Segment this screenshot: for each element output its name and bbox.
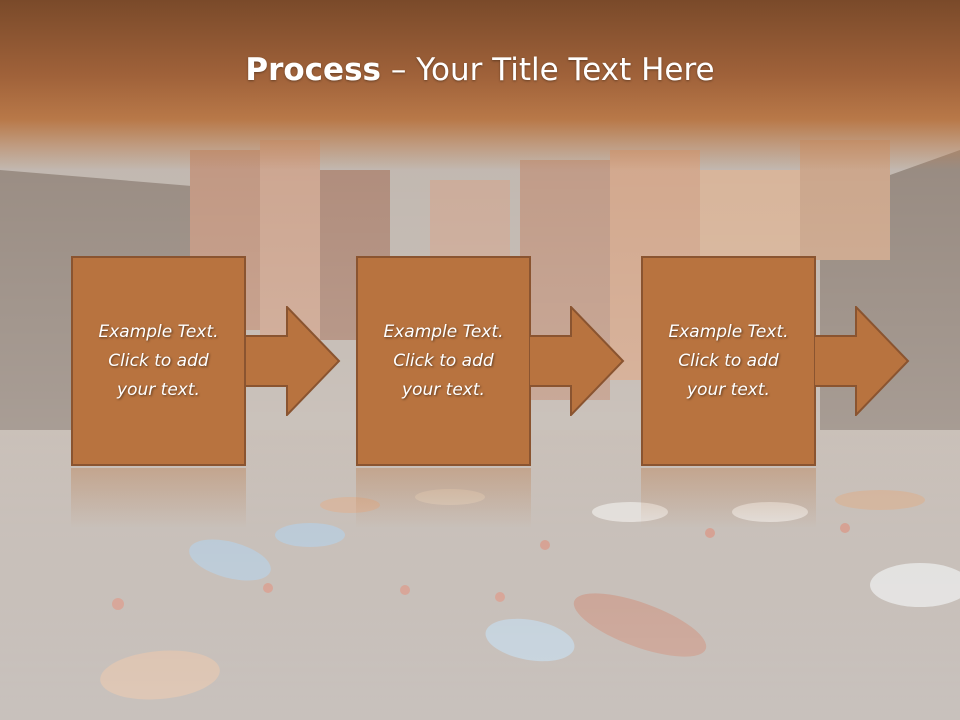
title-rest: – Your Title Text Here bbox=[381, 52, 715, 88]
process-step-1[interactable]: Example Text. Click to add your text. bbox=[71, 256, 246, 466]
step-2-reflection bbox=[356, 468, 531, 528]
arrow-right-icon bbox=[814, 306, 910, 416]
title-bold: Process bbox=[245, 52, 381, 88]
title-band bbox=[0, 0, 960, 170]
slide-title[interactable]: Process – Your Title Text Here bbox=[0, 52, 960, 88]
step-1-text[interactable]: Example Text. Click to add your text. bbox=[98, 321, 219, 400]
step-1-reflection bbox=[71, 468, 246, 528]
process-step-2[interactable]: Example Text. Click to add your text. bbox=[356, 256, 531, 466]
arrow-right-icon bbox=[529, 306, 625, 416]
step-2-text[interactable]: Example Text. Click to add your text. bbox=[383, 321, 504, 400]
step-3-text[interactable]: Example Text. Click to add your text. bbox=[668, 321, 789, 400]
arrow-right-icon bbox=[245, 306, 341, 416]
process-step-3[interactable]: Example Text. Click to add your text. bbox=[641, 256, 816, 466]
step-3-reflection bbox=[641, 468, 816, 528]
